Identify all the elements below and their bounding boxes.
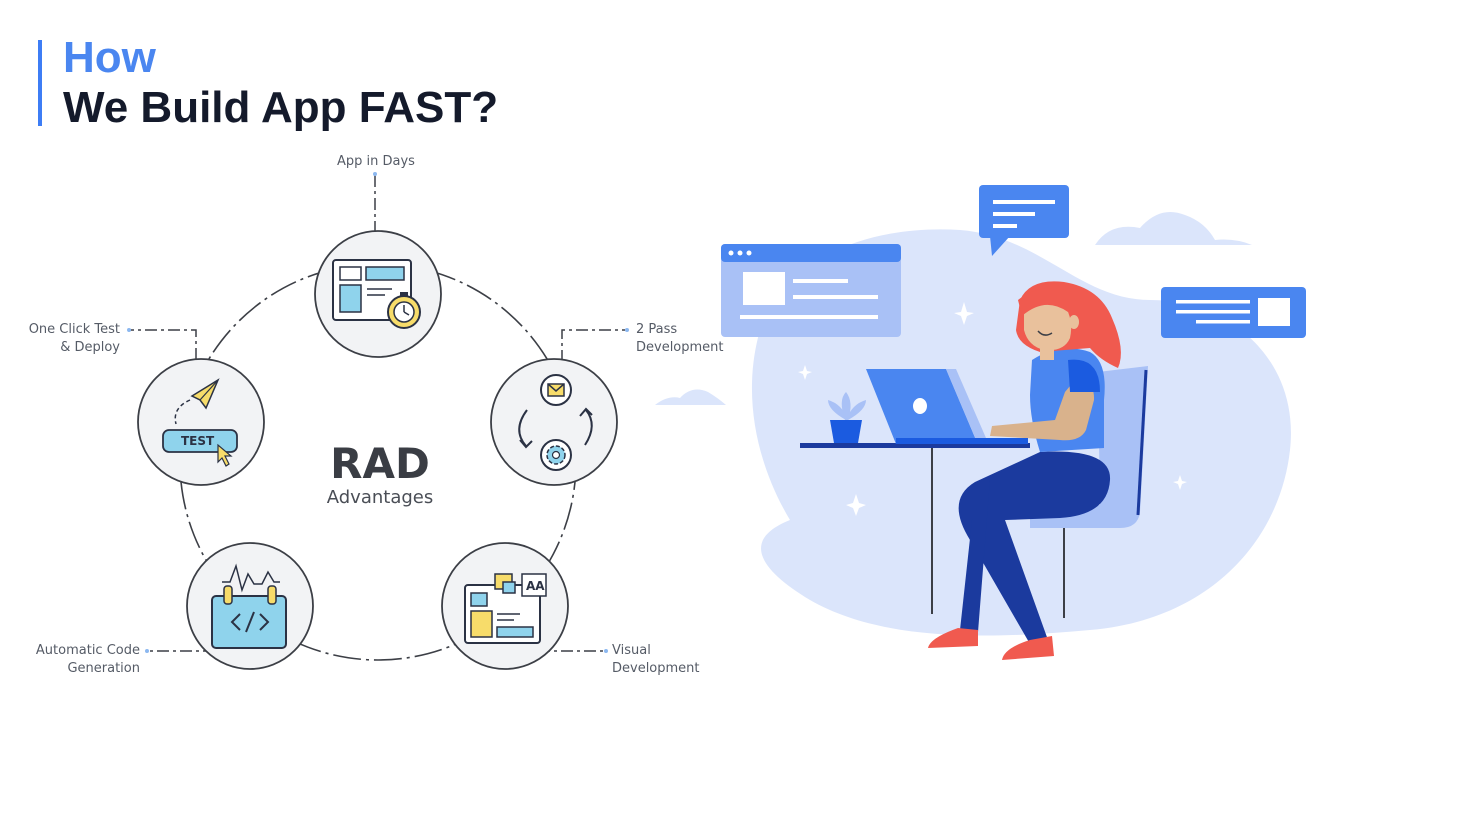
test-deploy-icon: TEST <box>162 378 238 467</box>
connector-dots <box>127 172 629 653</box>
page-title-line2: We Build App FAST? <box>63 83 499 132</box>
connector-lines <box>130 175 625 652</box>
node-label-code-gen: Automatic Code Generation <box>20 642 140 678</box>
node-label-app-in-days: App in Days <box>337 153 415 171</box>
test-button-label: TEST <box>181 434 215 448</box>
node-label-line: Development <box>636 340 724 355</box>
node-label-line: Automatic Code <box>35 643 140 658</box>
font-sample-text: AA <box>526 579 545 593</box>
diagram-center-title: RAD <box>330 439 430 488</box>
browser-card <box>721 244 901 337</box>
plant <box>828 392 866 443</box>
info-card <box>1161 287 1306 338</box>
chat-bubble <box>979 185 1069 256</box>
visual-layout-icon: AA <box>464 573 547 644</box>
cycle-gear-icon <box>518 374 593 471</box>
node-label-test-deploy: One Click Test & Deploy <box>10 321 120 357</box>
woman-laptop-illustration <box>655 185 1306 660</box>
node-label-line: Visual <box>612 643 651 658</box>
app-timer-icon <box>332 259 421 329</box>
node-circle-test-deploy <box>137 358 265 486</box>
node-label-2-pass: 2 Pass Development <box>636 321 724 357</box>
woman-legs <box>958 451 1111 644</box>
laptop <box>866 369 1028 444</box>
code-board-icon <box>211 563 287 649</box>
diagram-center-subtitle: Advantages <box>326 487 434 508</box>
cloud-top-right <box>1095 211 1252 245</box>
node-label-line: & Deploy <box>60 340 120 355</box>
node-circle-2-pass <box>490 358 618 486</box>
node-label-line: 2 Pass <box>636 322 678 337</box>
desk <box>800 443 1030 614</box>
node-label-visual: Visual Development <box>612 642 700 678</box>
shoe-right <box>1002 636 1054 660</box>
cloud-left <box>655 389 726 405</box>
sparkles <box>798 302 1187 516</box>
woman-face <box>1024 299 1072 351</box>
node-label-line: Generation <box>67 661 140 676</box>
node-label-line: Development <box>612 661 700 676</box>
shoe-left <box>928 628 978 648</box>
chair <box>1030 366 1148 618</box>
title-accent-bar <box>38 40 42 126</box>
node-label-line: App in Days <box>337 154 415 169</box>
page-title-line1: How <box>63 33 156 82</box>
node-label-line: One Click Test <box>28 322 120 337</box>
